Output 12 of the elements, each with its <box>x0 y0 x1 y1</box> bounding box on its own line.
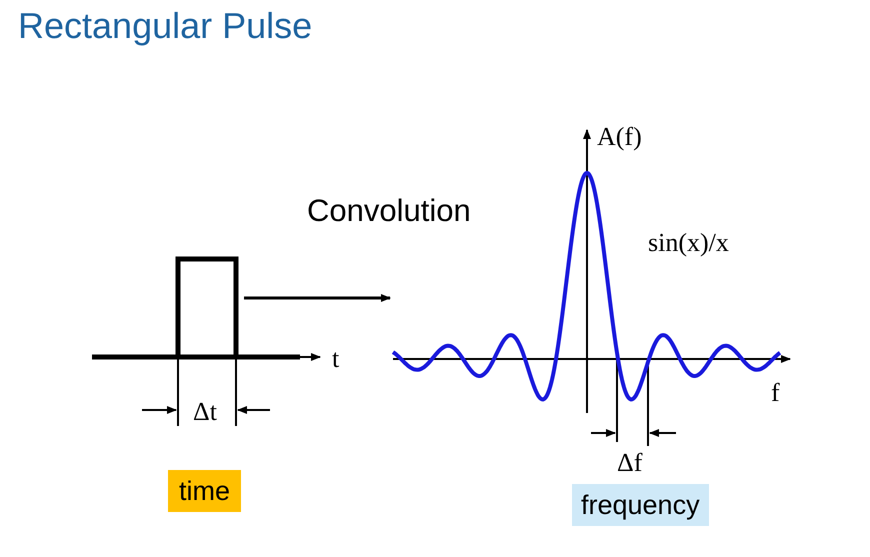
dimension-label: Δt <box>193 399 217 425</box>
dimension-label: Δf <box>617 450 642 476</box>
highlighted-label: frequency <box>572 484 709 526</box>
curve-label: sin(x)/x <box>648 230 729 256</box>
axis-label: f <box>771 380 780 406</box>
axis-label: A(f) <box>597 124 642 150</box>
arrow <box>244 294 391 302</box>
axis-label: t <box>332 346 340 372</box>
edge-label: Convolution <box>307 195 471 226</box>
slide-title: Rectangular Pulse <box>18 8 312 44</box>
pulse-drawing <box>176 256 238 357</box>
highlighted-label: time <box>168 470 242 512</box>
